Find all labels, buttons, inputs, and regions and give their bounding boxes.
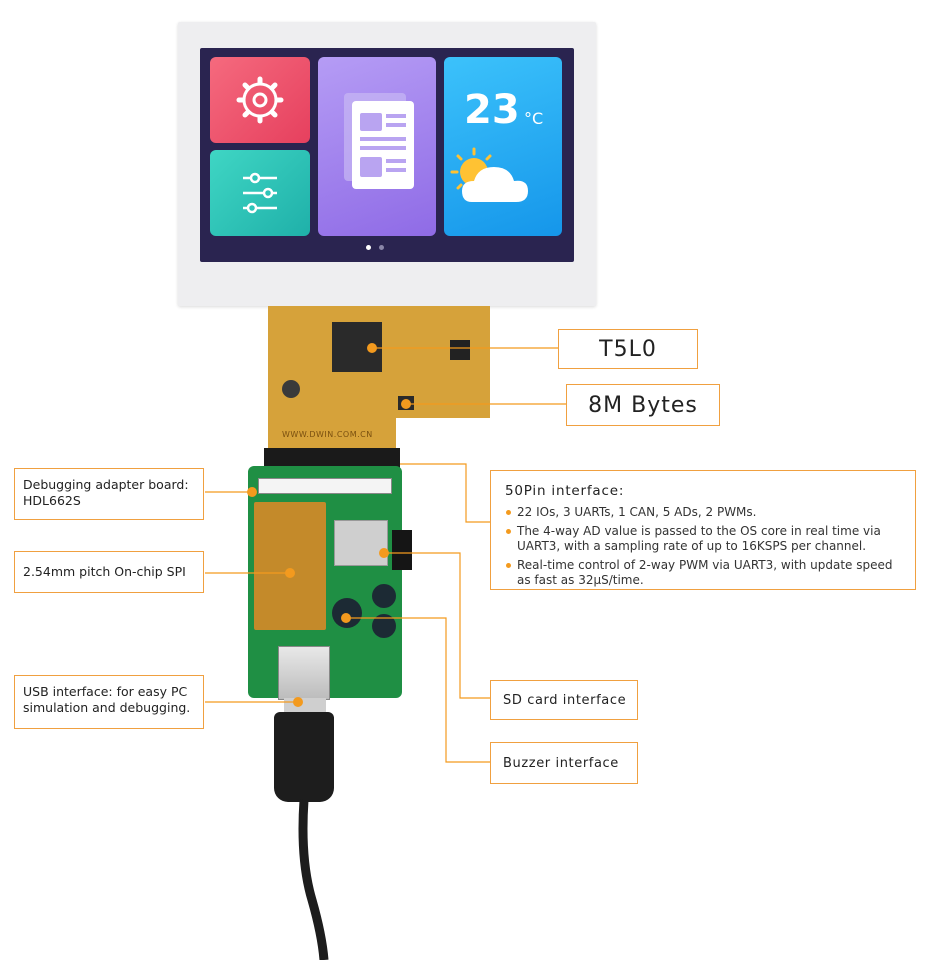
callout-sd-card: SD card interface: [490, 680, 638, 720]
sd-switch: [392, 530, 412, 570]
sd-card-slot: [334, 520, 388, 566]
page-indicator-inactive: [379, 245, 384, 250]
callout-50pin-bullet: 22 IOs, 3 UARTs, 1 CAN, 5 ADs, 2 PWMs.: [505, 505, 901, 520]
callout-50pin-bullet: The 4-way AD value is passed to the OS c…: [505, 524, 901, 554]
settings-tile: [210, 57, 310, 143]
sd-card-marker: [379, 548, 389, 558]
callout-spi: 2.54mm pitch On-chip SPI: [14, 551, 204, 593]
document-tile: [318, 57, 436, 236]
callout-debug-board: Debugging adapter board: HDL662S: [14, 468, 204, 520]
page-indicator-active: [366, 245, 371, 250]
callout-50pin-bullet: Real-time control of 2-way PWM via UART3…: [505, 558, 901, 588]
gear-icon: [236, 76, 284, 124]
callout-buzzer: Buzzer interface: [490, 742, 638, 784]
board-fpc-connector: [258, 478, 392, 494]
flex-connector: [450, 340, 470, 360]
capacitor: [372, 584, 396, 608]
sliders-tile: [210, 150, 310, 236]
pin-header-area: [254, 502, 326, 630]
debug-board-marker: [247, 487, 257, 497]
spi-marker: [285, 568, 295, 578]
callout-50pin-title: 50Pin interface:: [505, 483, 625, 499]
temperature-value: 23: [464, 87, 520, 133]
weather-tile: 23 °C: [444, 57, 562, 236]
callout-50pin-list: 22 IOs, 3 UARTs, 1 CAN, 5 ADs, 2 PWMs. T…: [505, 505, 901, 588]
usb-plug-body: [274, 712, 334, 802]
document-icon: [344, 93, 414, 189]
weather-sun-cloud-icon: [450, 147, 528, 202]
usb-a-port: [278, 646, 330, 700]
buzzer-marker: [341, 613, 351, 623]
callout-usb: USB interface: for easy PC simulation an…: [14, 675, 204, 729]
temperature-unit: °C: [524, 109, 544, 128]
usb-marker: [293, 697, 303, 707]
flash-marker: [401, 399, 411, 409]
chip-marker: [367, 343, 377, 353]
callout-50pin: 50Pin interface: 22 IOs, 3 UARTs, 1 CAN,…: [490, 470, 916, 590]
callout-chip: T5L0: [558, 329, 698, 369]
inductor: [282, 380, 300, 398]
callout-flash: 8M Bytes: [566, 384, 720, 426]
pcb-silkscreen: WWW.DWIN.COM.CN: [282, 430, 373, 439]
fpc-ribbon: [264, 448, 400, 468]
sliders-icon: [243, 172, 277, 214]
